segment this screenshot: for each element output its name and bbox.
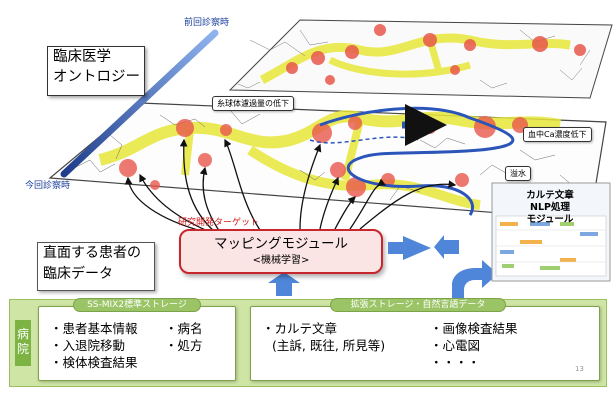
extended-item-ecg: ・心電図 <box>430 338 481 353</box>
current-visit-label: 今回診察時 <box>25 181 71 191</box>
research-target-label: 研究開発ターゲット <box>178 218 260 228</box>
nlp-module-line3: モジュール <box>526 214 574 225</box>
mapping-module: マッピングモジュール <機械学習> <box>179 229 383 274</box>
mapping-arrows <box>124 138 457 233</box>
mapping-module-subtitle: <機械学習> <box>252 255 310 266</box>
extended-item-imaging: ・画像検査結果 <box>430 321 518 336</box>
extended-item-more: ・・・・ <box>430 355 481 370</box>
nlp-module-illustration <box>491 182 611 282</box>
mapping-module-title: マッピングモジュール <box>213 236 349 252</box>
callout-gfr-decline: 糸球体濾過量の低下 <box>212 96 294 111</box>
patient-data-box: 直面する患者の 臨床データ <box>37 242 155 291</box>
page-number: 13 <box>575 365 584 373</box>
ssmix-item-lab-results: ・検体検査結果 <box>50 355 138 370</box>
ssmix-item-disease: ・病名 <box>165 321 203 336</box>
ssmix-item-admission: ・入退院移動 <box>50 338 126 353</box>
extended-item-karte: ・カルテ文章 <box>262 321 338 336</box>
extended-item-karte-detail: (主訴, 既往, 所見等) <box>272 338 386 353</box>
patient-data-line2: 臨床データ <box>43 266 113 282</box>
nlp-module-line1: カルテ文章 <box>526 190 574 201</box>
extended-storage-title: 拡張ストレージ・自然言語データ <box>330 298 506 312</box>
callout-edema: 溢水 <box>505 166 531 181</box>
patient-data-line1: 直面する患者の <box>43 245 141 261</box>
callout-blood-ca-decline: 血中Ca濃度低下 <box>523 127 592 142</box>
ontology-label-box: 臨床医学 オントロジー <box>47 46 145 96</box>
time-axis <box>60 29 219 178</box>
data-flow-arrows <box>268 235 498 298</box>
ontology-plane-current <box>48 102 607 221</box>
ontology-label-line2: オントロジー <box>53 69 140 85</box>
previous-visit-label: 前回診察時 <box>184 18 230 28</box>
ontology-label-line1: 臨床医学 <box>53 49 111 65</box>
ssmix-item-prescription: ・処方 <box>165 338 203 353</box>
nlp-module-title: カルテ文章 NLP処理 モジュール <box>512 190 588 226</box>
nlp-module-line2: NLP処理 <box>530 202 570 213</box>
hospital-label: 病院 <box>15 320 31 366</box>
ontology-plane-previous <box>228 19 613 99</box>
ssmix-item-patient-info: ・患者基本情報 <box>50 321 138 336</box>
ssmix-storage-title: SS-MIX2標準ストレージ <box>73 298 201 312</box>
